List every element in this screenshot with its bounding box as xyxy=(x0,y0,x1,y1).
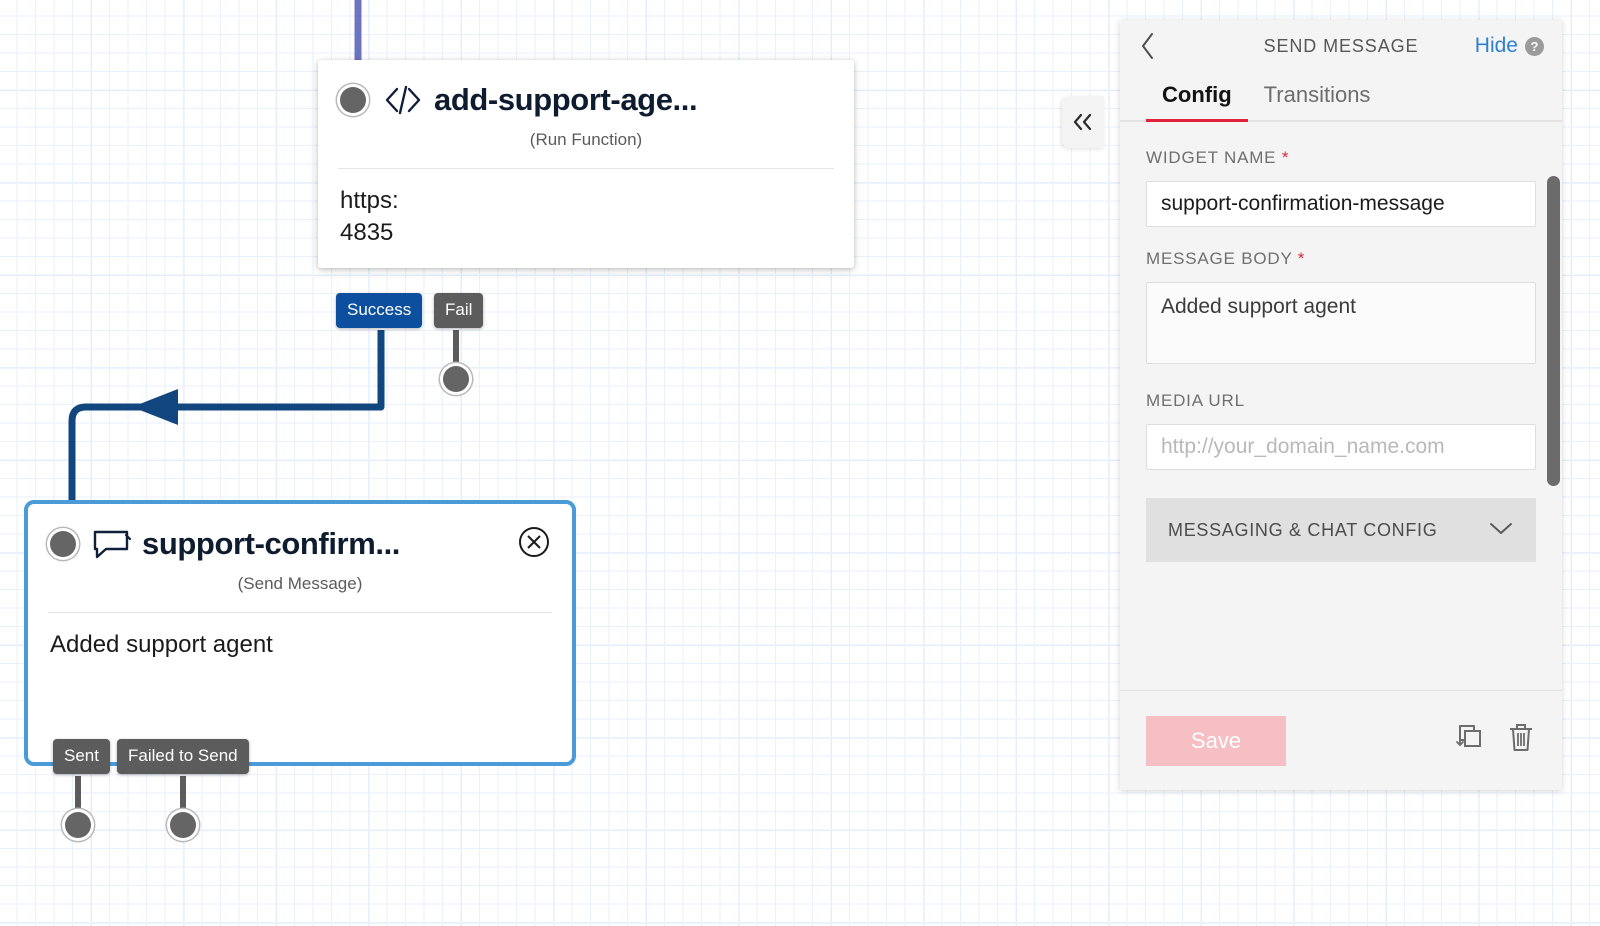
node-header: support-confirm... xyxy=(28,504,572,562)
chevron-down-icon xyxy=(1488,520,1514,541)
help-icon[interactable]: ? xyxy=(1525,36,1544,56)
output-tab-sent[interactable]: Sent xyxy=(53,739,110,774)
accordion-label: MESSAGING & CHAT CONFIG xyxy=(1168,519,1438,540)
node-header: add-support-age... xyxy=(318,60,854,118)
flow-node-add-support-agent[interactable]: add-support-age... (Run Function) https:… xyxy=(318,60,854,269)
panel-tabs: Config Transitions xyxy=(1120,72,1562,122)
save-button[interactable]: Save xyxy=(1146,715,1286,766)
panel-scrollbar-thumb[interactable] xyxy=(1547,176,1560,486)
node-body: https: 4835 xyxy=(318,169,854,268)
output-tab-failed-to-send[interactable]: Failed to Send xyxy=(117,739,249,774)
node-body-line-1: Added support agent xyxy=(50,631,273,658)
widget-name-input[interactable] xyxy=(1146,181,1536,227)
message-body-label: MESSAGE BODY * xyxy=(1146,249,1536,269)
node-subtitle: (Run Function) xyxy=(529,130,643,149)
media-url-input[interactable] xyxy=(1146,424,1536,470)
duplicate-icon[interactable] xyxy=(1452,722,1484,759)
panel-body: WIDGET NAME * MESSAGE BODY * MEDIA URL M… xyxy=(1120,122,1562,690)
node-input-port[interactable] xyxy=(340,87,366,113)
back-icon[interactable] xyxy=(1138,30,1160,62)
double-chevron-left-icon xyxy=(1073,113,1092,131)
close-icon[interactable] xyxy=(518,526,550,558)
panel-title: SEND MESSAGE xyxy=(1263,35,1419,56)
node-body-line-2: 4835 xyxy=(340,218,394,246)
node-subtitle: (Send Message) xyxy=(237,574,363,593)
hide-group: Hide ? xyxy=(1475,34,1544,58)
node-title: add-support-age... xyxy=(434,82,698,117)
node-body-line-1: https: xyxy=(340,187,399,214)
footer-actions xyxy=(1452,722,1536,759)
edge-arrowhead xyxy=(132,389,178,425)
code-icon xyxy=(382,85,424,115)
edge-success-to-support-confirmation xyxy=(68,330,385,508)
node-title: support-confirm... xyxy=(142,526,401,561)
trash-icon[interactable] xyxy=(1506,722,1536,759)
node-body: Added support agent xyxy=(28,613,572,681)
hide-button[interactable]: Hide xyxy=(1474,34,1518,57)
field-media-url: MEDIA URL xyxy=(1146,391,1536,470)
message-body-textarea[interactable] xyxy=(1146,282,1536,364)
node-input-port[interactable] xyxy=(50,531,76,557)
required-asterisk: * xyxy=(1276,148,1290,167)
widget-name-label: WIDGET NAME * xyxy=(1146,148,1536,168)
panel-collapse-button[interactable] xyxy=(1062,96,1104,148)
node-divider xyxy=(48,612,552,613)
panel-footer: Save xyxy=(1120,690,1562,790)
tab-config[interactable]: Config xyxy=(1146,72,1248,122)
field-widget-name: WIDGET NAME * xyxy=(1146,148,1536,227)
flow-node-support-confirmation-message[interactable]: support-confirm... (Send Message) Added … xyxy=(24,500,576,766)
message-body-label-text: MESSAGE BODY xyxy=(1146,249,1293,268)
output-tab-success[interactable]: Success xyxy=(336,293,423,328)
panel-header: SEND MESSAGE Hide ? xyxy=(1120,20,1562,72)
output-tab-fail[interactable]: Fail xyxy=(434,293,484,328)
required-asterisk: * xyxy=(1292,249,1306,268)
chat-bubble-icon xyxy=(92,528,132,560)
svg-text:?: ? xyxy=(1531,39,1539,54)
media-url-label: MEDIA URL xyxy=(1146,391,1245,410)
tab-transitions[interactable]: Transitions xyxy=(1263,82,1371,107)
widget-config-panel[interactable]: SEND MESSAGE Hide ? Config Transitions W… xyxy=(1120,20,1562,790)
output-port-failed-to-send[interactable] xyxy=(170,812,196,838)
output-port-sent[interactable] xyxy=(65,812,91,838)
field-message-body: MESSAGE BODY * xyxy=(1146,249,1536,369)
widget-name-label-text: WIDGET NAME xyxy=(1146,148,1277,167)
node-divider xyxy=(338,168,834,169)
output-port-fail[interactable] xyxy=(443,366,469,392)
messaging-chat-config-accordion[interactable]: MESSAGING & CHAT CONFIG xyxy=(1146,498,1536,562)
